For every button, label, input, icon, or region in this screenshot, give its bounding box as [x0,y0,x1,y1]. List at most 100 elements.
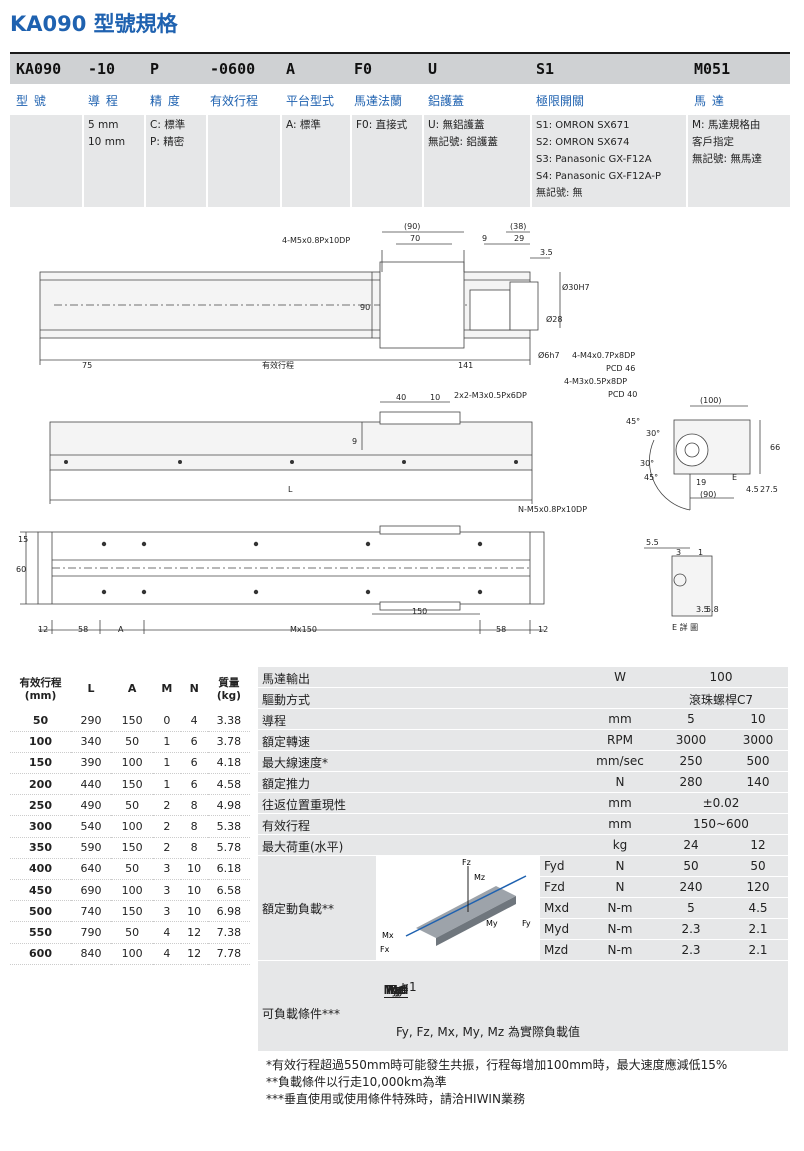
dim-label: 12 [38,625,48,634]
table-cell: 10 [180,900,208,923]
spec-unit: N [615,775,625,789]
option-limit: S1: OMRON SX671 S2: OMRON SX674 S3: Pana… [532,115,686,207]
load-v2: 120 [746,880,770,894]
spec-name: 額定推力 [262,777,311,791]
option-precision: C: 標準 P: 精密 [146,115,206,207]
dim-label: 5.5 [646,538,659,547]
table-cell: 6 [180,731,208,753]
header-L: L [87,682,95,695]
spec-v1: 24 [683,838,699,852]
table-cell: 3.78 [207,731,250,753]
technical-drawing: (90) 70 (38) 9 29 3.5 4-M5x0.8Px10DP 90 … [16,222,780,634]
table-cell: 2 [153,794,181,817]
option-text: A: 標準 [286,119,321,131]
model-code-bar: KA090 -10 P -0600 A F0 U S1 M051 [10,52,790,84]
footnote: ***垂直使用或使用條件特殊時，請洽HIWIN業務 [266,1092,525,1106]
table-cell: 2 [153,815,181,838]
dim-label: 3.5 [540,248,553,257]
code-lead: -10 [88,60,116,78]
axis-label: Fz [462,858,471,867]
denominator: Mzd [383,983,409,997]
dim-label: 29 [514,234,524,243]
axis-label: Mz [474,873,485,882]
dim-label: Mx150 [290,625,317,634]
dim-label: 15 [18,535,28,544]
table-cell: 740 [71,900,112,923]
load-axes-diagram: Fz Mz Mx Fx My Fy [376,856,540,961]
table-cell: 390 [71,752,112,775]
table-cell: 8 [180,794,208,817]
spec-v1: 100 [709,670,733,684]
option-text: M: 馬達規格由 [692,119,761,131]
label-platform: 平台型式 [286,94,335,108]
code-cover: U [428,60,438,78]
spec-v1: 280 [679,775,703,789]
table-cell: 150 [111,773,154,796]
dim-label: 3 [676,548,681,557]
load-unit: N [615,859,625,873]
table-cell: 790 [71,921,112,944]
footnote: *有效行程超過550mm時可能發生共振，行程每增加100mm時，最大速度應減低1… [266,1058,728,1072]
dim-label: 4-M3x0.5Px8DP [564,377,627,386]
option-stroke [208,115,280,207]
footnote: **負載條件以行走10,000km為準 [266,1075,447,1089]
dim-label: (90) [700,490,716,499]
table-cell: 150 [111,837,154,859]
denominator: Mxd [383,983,409,997]
option-text: 10 mm [88,136,126,148]
dim-label: A [118,625,124,634]
dim-label: 9 [352,437,357,446]
denominator: Myd [383,983,409,997]
option-platform: A: 標準 [282,115,350,207]
dim-label: 10 [430,393,440,402]
label-flange: 馬達法蘭 [354,94,403,108]
table-cell: 2 [153,837,181,859]
table-cell: 100 [111,752,154,775]
option-blank [10,115,82,207]
load-block: 額定動負載** Fz Mz Mx Fx My Fy [258,856,788,961]
option-cover: U: 無鋁護蓋 無記號: 鋁護蓋 [424,115,530,207]
dim-label: 9 [482,234,487,243]
axis-label: My [486,919,498,928]
dim-label: 30° [646,429,660,438]
dim-label: 45° [626,417,640,426]
table-cell: 4.18 [207,752,250,775]
table-cell: 5.78 [207,837,250,859]
dim-label: E 詳 圖 [672,622,698,632]
label-motor: 馬 達 [694,94,725,108]
header-N: N [189,682,199,695]
label-stroke: 有效行程 [210,94,259,108]
table-cell: 340 [71,731,112,753]
load-v2: 2.1 [748,922,768,936]
dim-label: (38) [510,222,526,231]
option-text: 無記號: 鋁護蓋 [428,136,498,148]
code-labels: 型 號 導 程 精 度 有效行程 平台型式 馬達法蘭 鋁護蓋 極限開關 馬 達 [10,88,790,112]
option-text: S2: OMRON SX674 [536,137,630,148]
spec-name: 馬達輸出 [262,672,311,686]
label-cover: 鋁護蓋 [428,94,465,108]
denominator: Fzd [385,983,407,997]
table-cell: 8 [180,837,208,859]
option-flange: F0: 直接式 [352,115,422,207]
option-text: S4: Panasonic GX-F12A-P [536,171,661,182]
table-cell: 350 [10,837,72,859]
table-cell: 450 [10,879,72,902]
table-cell: 7.78 [207,943,250,965]
dim-label: 45° [644,473,658,482]
dim-label: 4.5 [746,485,759,494]
dim-label: 66 [770,443,780,452]
spec-name: 導程 [262,714,287,728]
header-A: A [127,682,137,695]
load-v1: 2.3 [681,943,701,957]
spec-unit: RPM [607,733,633,747]
spec-name: 額定轉速 [262,735,311,749]
load-sym: Fyd [544,859,565,873]
